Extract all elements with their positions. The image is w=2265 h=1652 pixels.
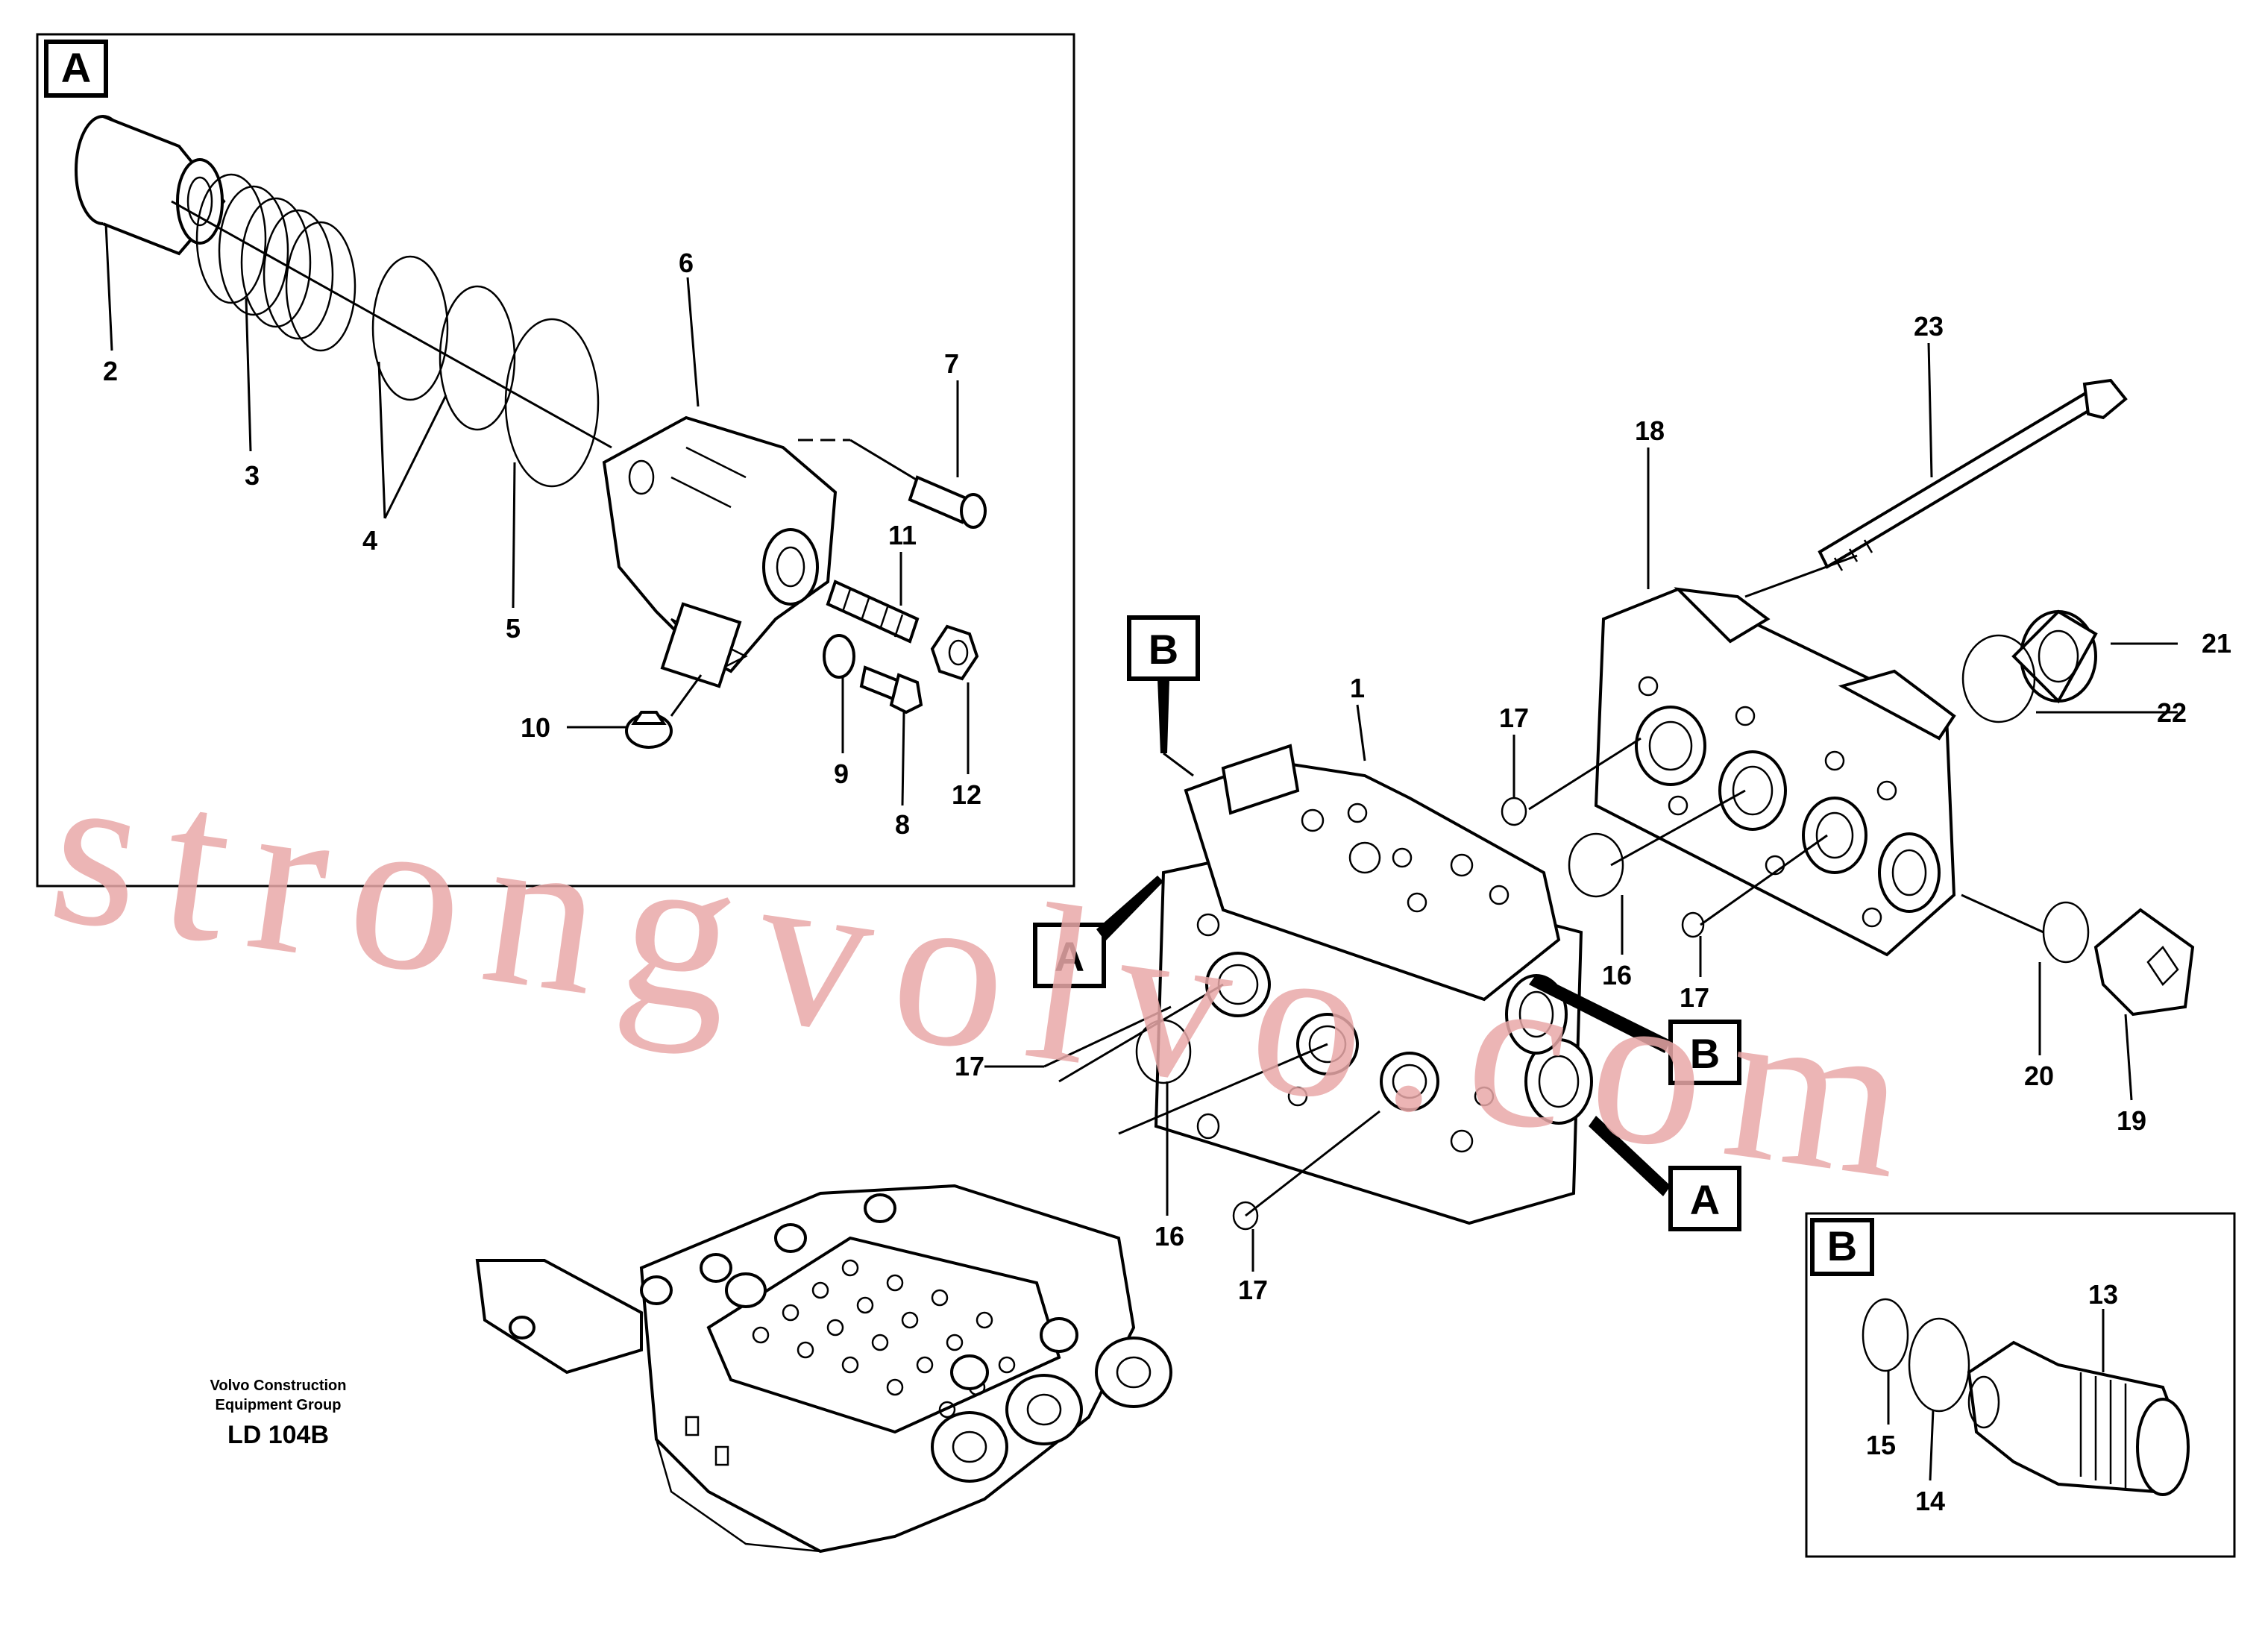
callout-20: 20 <box>2024 1061 2054 1091</box>
frame-a-label: A <box>61 44 91 91</box>
marker-b-right-label: B <box>1690 1030 1720 1077</box>
callout-16-lower: 16 <box>1155 1221 1184 1251</box>
callout-21: 21 <box>2202 628 2231 659</box>
section-marker-a-right: A <box>1589 1116 1741 1231</box>
callout-9: 9 <box>834 759 849 789</box>
callout-16-upper: 16 <box>1602 960 1632 990</box>
callout-4: 4 <box>362 525 377 556</box>
section-marker-a-left: A <box>1033 876 1163 988</box>
callout-14: 14 <box>1915 1486 1945 1516</box>
part-13-relief-valve <box>1967 1340 2190 1496</box>
callout-5: 5 <box>506 613 521 644</box>
callout-17-upper: 17 <box>1680 982 1709 1013</box>
callout-8: 8 <box>895 809 910 840</box>
part-22-o-ring <box>1961 634 2036 723</box>
part-11-stud <box>826 580 920 644</box>
part-14-o-ring <box>1908 1317 1970 1413</box>
part-21-plug <box>2011 609 2098 704</box>
part-19-plug <box>2093 908 2195 1017</box>
marker-a-right-label: A <box>1690 1176 1720 1223</box>
part-6-housing <box>602 415 926 688</box>
section-marker-b-right: B <box>1529 974 1741 1085</box>
caption-company: Volvo Construction <box>210 1378 347 1394</box>
callout-1: 1 <box>1350 673 1365 703</box>
part-12-nut <box>930 624 979 681</box>
part-2-sleeve <box>75 115 226 256</box>
callout-23: 23 <box>1914 311 1944 342</box>
callout-13: 13 <box>2088 1279 2118 1310</box>
callout-17-lower: 17 <box>1238 1275 1268 1305</box>
part-23-tie-bolt <box>1818 378 2128 571</box>
callout-6: 6 <box>679 248 694 278</box>
caption-group: Equipment Group <box>216 1397 342 1413</box>
caption-code: LD 104B <box>227 1421 329 1449</box>
callout-18: 18 <box>1635 415 1665 446</box>
callout-17-left: 17 <box>955 1051 984 1081</box>
callout-19: 19 <box>2117 1105 2146 1136</box>
detail-frame-a: A <box>36 33 1075 888</box>
part-3-spring <box>195 173 356 352</box>
valve-assembly <box>984 342 2195 1272</box>
callout-7: 7 <box>944 348 959 379</box>
callout-2: 2 <box>103 356 118 386</box>
part-20-o-ring <box>2042 901 2090 964</box>
section-marker-b-top: B <box>1127 615 1200 777</box>
frame-b-label: B <box>1827 1222 1857 1269</box>
part-9-washer <box>823 634 855 679</box>
part-15-o-ring <box>1862 1298 1909 1372</box>
part-8-screw <box>859 665 923 714</box>
callout-12: 12 <box>952 779 981 810</box>
marker-a-left-label: A <box>1055 933 1084 980</box>
callout-17-top: 17 <box>1499 703 1529 733</box>
part-4-o-rings <box>371 255 516 431</box>
marker-b-top-label: B <box>1149 626 1178 673</box>
part-10-plug <box>625 711 673 749</box>
callout-3: 3 <box>245 460 260 491</box>
callout-22: 22 <box>2157 697 2187 728</box>
callout-15: 15 <box>1866 1430 1896 1460</box>
caption-block: Volvo Construction Equipment Group LD 10… <box>210 1378 347 1449</box>
assembled-valve-illustration <box>475 1184 1172 1554</box>
detail-frame-b: B <box>1805 1212 2236 1558</box>
callout-11: 11 <box>888 520 917 550</box>
callout-10: 10 <box>521 712 550 743</box>
callout-labels: 2 3 4 5 6 7 8 9 10 11 12 1 17 16 17 18 2… <box>103 248 2231 1516</box>
part-7-screw <box>908 475 987 529</box>
part-5-o-ring <box>504 318 600 488</box>
